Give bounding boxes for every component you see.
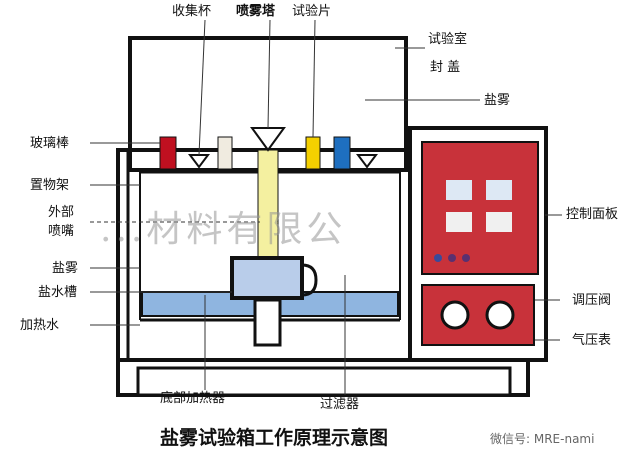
label-chamber-cover-1: 试验室: [428, 32, 468, 47]
label-control-panel: 控制面板: [566, 207, 619, 222]
pressure-gauge-dial: [485, 300, 515, 330]
wechat-id: 微信号: MRE-nami: [490, 432, 595, 446]
label-salt-fog-top: 盐雾: [484, 93, 511, 108]
test-piece-red: [159, 136, 177, 170]
label-collect-cup: 收集杯: [172, 4, 212, 19]
label-rack: 置物架: [30, 178, 70, 193]
label-salt-fog-left: 盐雾: [52, 261, 79, 276]
label-pressure-gauge: 气压表: [572, 333, 612, 348]
brine-tank: [230, 256, 304, 300]
label-ext-nozzle-2: 喷嘴: [48, 224, 75, 239]
pressure-valve-dial: [440, 300, 470, 330]
label-ext-nozzle-1: 外部: [48, 205, 75, 220]
label-bottom-heater: 底部加热器: [160, 391, 226, 406]
label-heating-water: 加热水: [20, 318, 60, 333]
label-test-piece: 试验片: [292, 4, 332, 19]
watermark: ...材料有限公: [100, 209, 347, 250]
control-panel-face: [421, 141, 539, 275]
label-brine-tank: 盐水槽: [38, 285, 78, 300]
label-spray-tower: 喷雾塔: [236, 4, 276, 19]
pressure-panel: [421, 284, 535, 346]
label-chamber-cover-2: 封 盖: [430, 60, 461, 75]
diagram-title: 盐雾试验箱工作原理示意图: [160, 427, 389, 449]
label-pressure-valve: 调压阀: [572, 293, 612, 308]
label-glass-rod: 玻璃棒: [30, 136, 70, 151]
label-filter: 过滤器: [320, 397, 360, 412]
